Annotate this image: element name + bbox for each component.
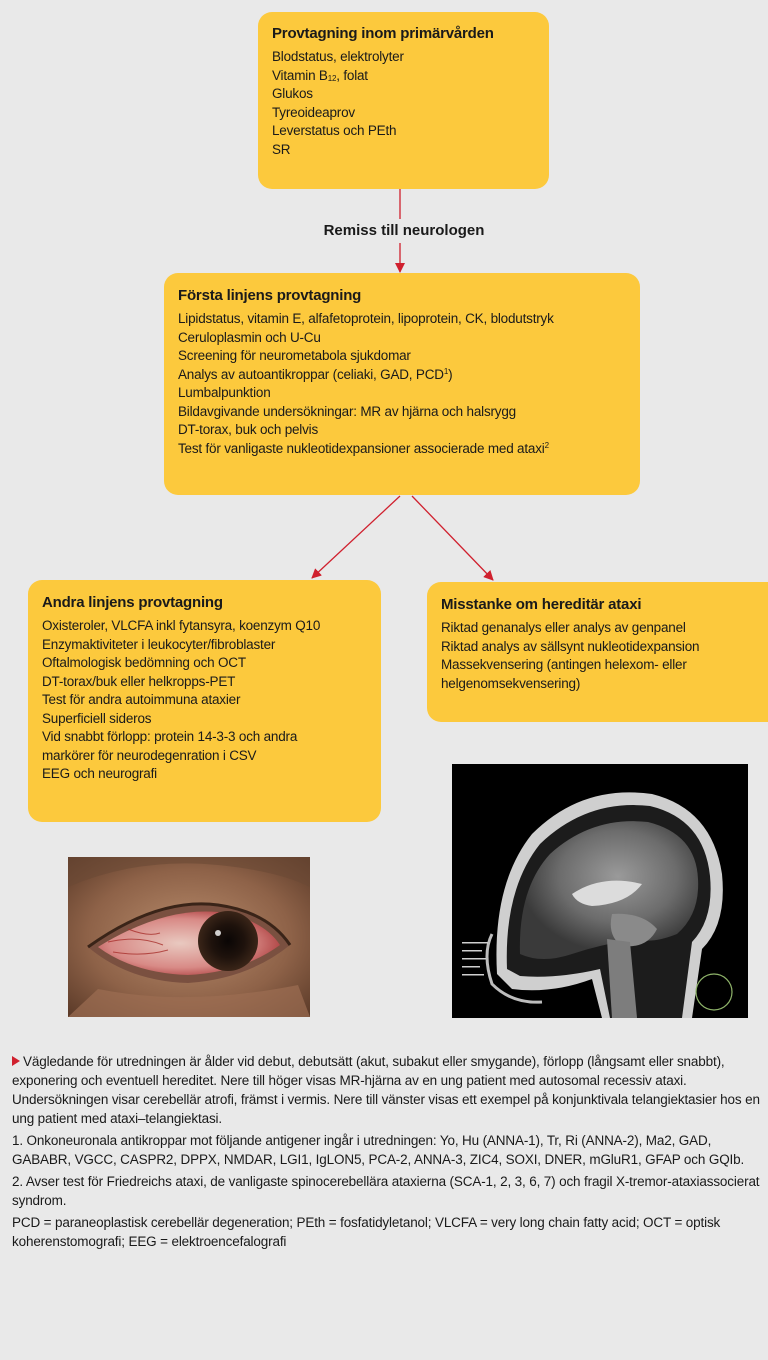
primary-care-box: Provtagning inom primärvården Blodstatus… — [258, 12, 549, 189]
first-line-box: Första linjens provtagning Lipidstatus, … — [164, 273, 640, 495]
arrow-first-to-second — [312, 496, 400, 578]
second-line-box: Andra linjens provtagning Oxisteroler, V… — [28, 580, 381, 822]
primary-item: SR — [272, 141, 535, 160]
mri-brain-photo — [452, 764, 748, 1018]
first-line-item: Screening för neurometabola sjukdomar — [178, 347, 626, 366]
first-line-item: Lumbalpunktion — [178, 384, 626, 403]
primary-item: Glukos — [272, 85, 535, 104]
first-line-item: DT-torax, buk och pelvis — [178, 421, 626, 440]
hereditary-item: Riktad analys av sällsynt nukleotidexpan… — [441, 638, 754, 657]
second-line-item: Vid snabbt förlopp: protein 14-3-3 och a… — [42, 728, 352, 765]
caption-abbreviations: PCD = paraneoplastisk cerebellär degener… — [0, 1213, 768, 1251]
primary-item: Tyreoideaprov — [272, 104, 535, 123]
caption-note-1: 1. Onkoneuronala antikroppar mot följand… — [0, 1131, 768, 1169]
eye-photo — [68, 857, 310, 1017]
first-line-item: Bildavgivande undersökningar: MR av hjär… — [178, 403, 626, 422]
first-line-item-autoantibodies: Analys av autoantikroppar (celiaki, GAD,… — [178, 366, 626, 385]
first-line-title: Första linjens provtagning — [178, 286, 626, 306]
referral-label: Remiss till neurologen — [305, 221, 503, 241]
arrow-first-to-hereditary — [412, 496, 493, 580]
hereditary-item: Riktad genanalys eller analys av genpane… — [441, 619, 754, 638]
caption-triangle-icon — [12, 1056, 20, 1066]
hereditary-item: Massekvensering (antingen helexom- eller… — [441, 656, 726, 693]
first-line-item: Lipidstatus, vitamin E, alfafetoprotein,… — [178, 310, 626, 329]
second-line-item: Test för andra autoimmuna ataxier — [42, 691, 367, 710]
second-line-item: Superficiell sideros — [42, 710, 367, 729]
primary-care-title: Provtagning inom primärvården — [272, 24, 535, 44]
primary-item: Leverstatus och PEth — [272, 122, 535, 141]
caption-main: Vägledande för utredningen är ålder vid … — [0, 1052, 768, 1128]
first-line-item-expansion: Test för vanligaste nukleotidexpansioner… — [178, 440, 626, 459]
first-line-item: Ceruloplasmin och U-Cu — [178, 329, 626, 348]
second-line-item: Oftalmologisk bedömning och OCT — [42, 654, 367, 673]
hereditary-title: Misstanke om hereditär ataxi — [441, 595, 754, 615]
second-line-item: Oxisteroler, VLCFA inkl fytansyra, koenz… — [42, 617, 367, 636]
second-line-item: EEG och neurografi — [42, 765, 367, 784]
primary-item: Blodstatus, elektrolyter — [272, 48, 535, 67]
primary-item-vitamin: Vitamin B12, folat — [272, 67, 535, 86]
hereditary-ataxia-box: Misstanke om hereditär ataxi Riktad gena… — [427, 582, 768, 722]
second-line-item: DT-torax/buk eller helkropps-PET — [42, 673, 367, 692]
caption-note-2: 2. Avser test för Friedreichs ataxi, de … — [0, 1172, 768, 1210]
second-line-item: Enzymaktiviteter i leukocyter/fibroblast… — [42, 636, 367, 655]
second-line-title: Andra linjens provtagning — [42, 593, 367, 613]
figure-caption: Vägledande för utredningen är ålder vid … — [0, 1052, 768, 1254]
